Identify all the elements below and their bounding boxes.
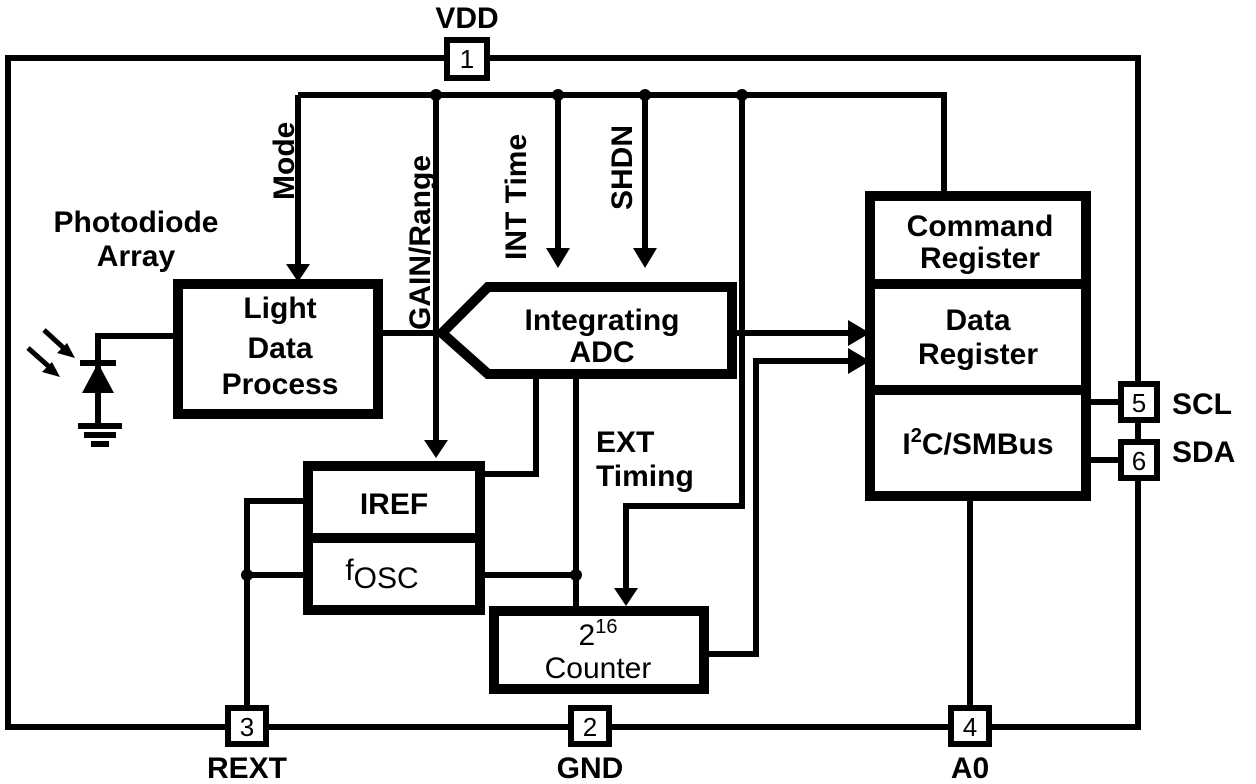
i2c-smbus-label: I2C/SMBus <box>902 425 1053 461</box>
pin-3-rext: 3 REXT <box>207 705 287 784</box>
pin-name: SDA <box>1172 436 1235 469</box>
pin-number: 1 <box>460 44 474 74</box>
light-data-process-label-1: Light <box>243 292 316 325</box>
pin-name: A0 <box>951 752 989 784</box>
light-data-process-label-2: Data <box>247 332 312 365</box>
pin-name: SCL <box>1172 388 1232 421</box>
pin-4-a0: 4 A0 <box>948 705 992 784</box>
light-data-process-label-3: Process <box>222 368 339 401</box>
light-data-process-block <box>173 279 383 419</box>
pin-name: GND <box>557 752 624 784</box>
counter-block <box>489 606 709 694</box>
pin-number: 6 <box>1132 446 1146 476</box>
int-time-signal-label: INT Time <box>500 134 533 260</box>
junction-dot <box>552 89 564 101</box>
data-register-label-1: Data <box>945 304 1010 337</box>
photodiode-label-1: Photodiode <box>54 206 219 239</box>
iref-label: IREF <box>360 488 428 521</box>
pin-number: 3 <box>240 712 254 742</box>
counter-label: Counter <box>545 652 652 685</box>
junction-dot <box>430 89 442 101</box>
pin-number: 4 <box>963 712 977 742</box>
adc-label-1: Integrating <box>525 304 680 337</box>
adc-label-2: ADC <box>570 336 635 369</box>
ext-timing-label-2: Timing <box>596 460 694 493</box>
fosc-label: fOSC <box>345 554 418 595</box>
data-register-label-2: Register <box>918 338 1038 371</box>
pin-name: REXT <box>207 752 287 784</box>
pin-2-gnd: 2 GND <box>557 705 624 784</box>
command-register-label-2: Register <box>920 242 1040 275</box>
i2c-smbus-block <box>865 385 1091 501</box>
counter-exponent-label: 216 <box>579 616 618 652</box>
pin-number: 2 <box>583 712 597 742</box>
shdn-signal-label: SHDN <box>606 125 639 210</box>
integrating-adc-block <box>434 282 737 379</box>
data-register-block <box>865 279 1091 395</box>
pin-number: 5 <box>1132 388 1146 418</box>
junction-dot <box>241 569 253 581</box>
photodiode-label-2: Array <box>97 240 176 273</box>
junction-dot <box>736 89 748 101</box>
gain-range-signal-label: GAIN/Range <box>404 155 437 330</box>
pin-name: VDD <box>435 2 498 35</box>
internal-bus <box>286 89 947 606</box>
ext-timing-label-1: EXT <box>596 426 654 459</box>
photodiode-icon <box>26 328 176 447</box>
pin-5-scl: 5 SCL <box>1118 381 1232 423</box>
command-register-label-1: Command <box>907 210 1054 243</box>
mode-signal-label: Mode <box>268 122 301 200</box>
pin-1-vdd: 1 VDD <box>435 2 499 81</box>
junction-dot <box>639 89 651 101</box>
fosc-block <box>303 533 485 615</box>
pin-6-sda: 6 SDA <box>1118 436 1235 481</box>
